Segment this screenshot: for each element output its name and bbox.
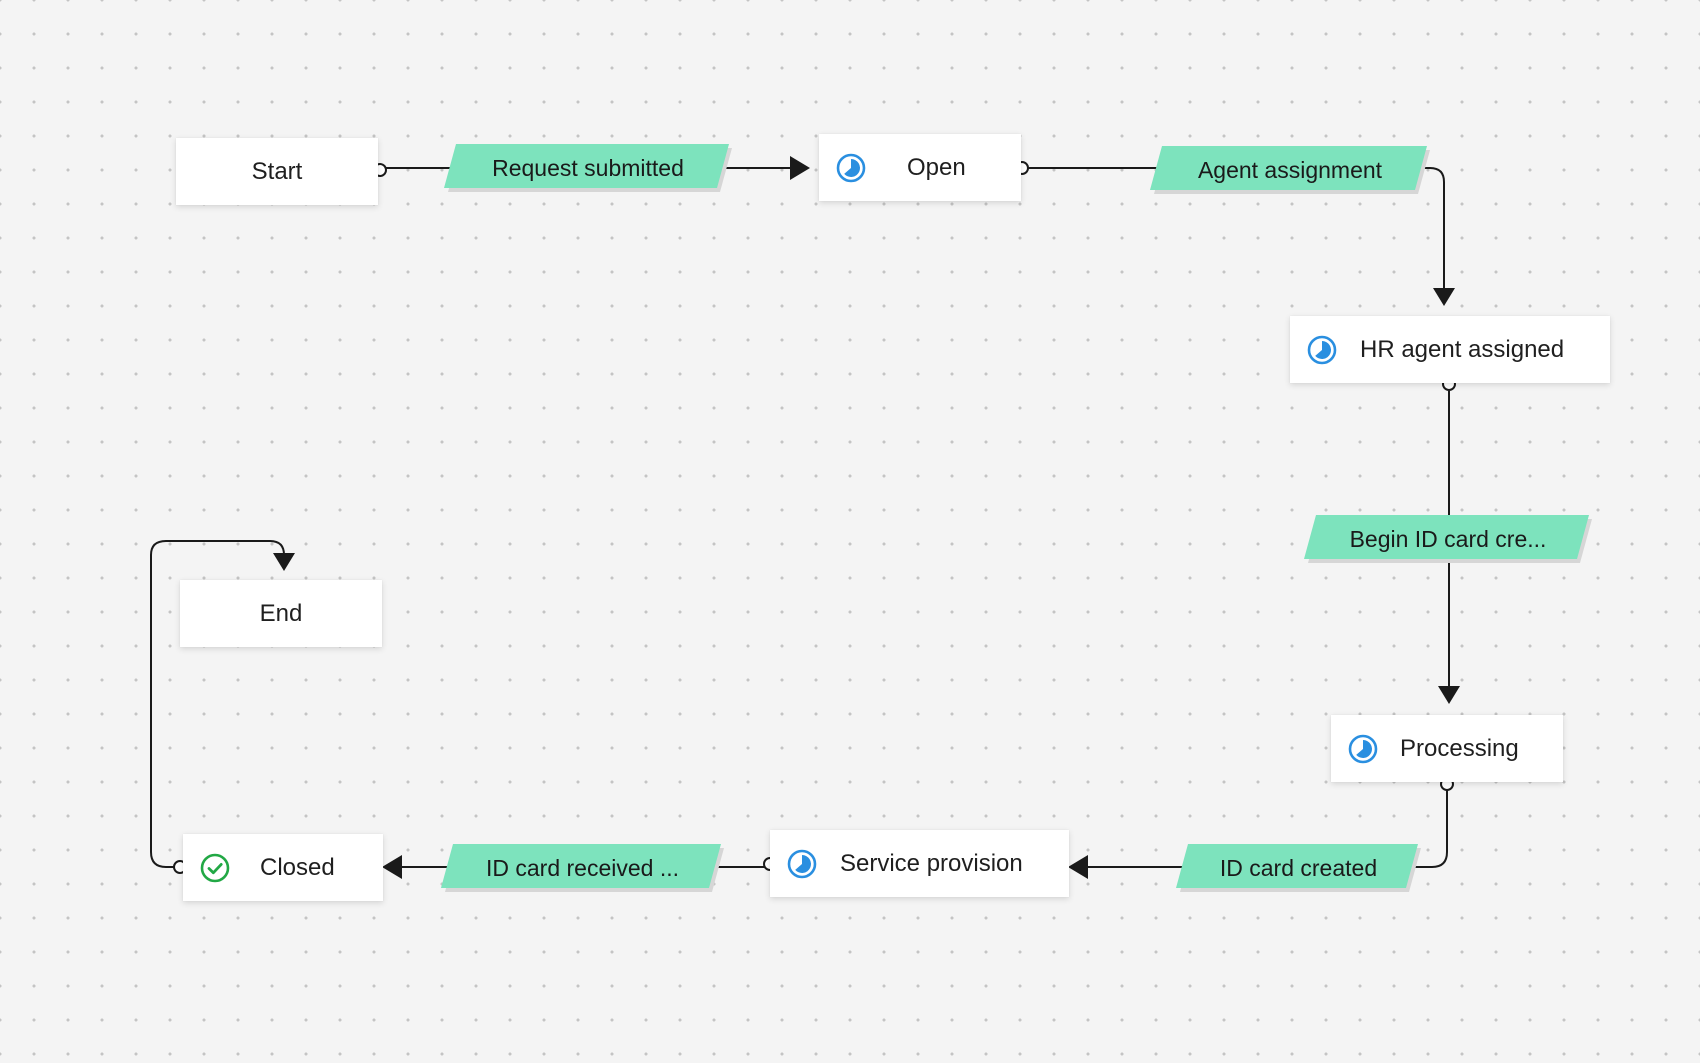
connector-open-hr <box>1024 167 1445 290</box>
transition-label-id-card-received[interactable]: ID card received ... <box>441 844 724 892</box>
pie-clock-icon <box>836 153 866 182</box>
state-label-service-provision: Service provision <box>840 849 1023 877</box>
state-label-processing: Processing <box>1400 734 1519 762</box>
transition-text-begin-id-card-creation: Begin ID card cre... <box>1349 525 1547 552</box>
state-node-start[interactable]: Start <box>176 138 378 205</box>
transition-shape <box>1150 146 1430 194</box>
transition-shape <box>1304 515 1592 563</box>
transition-shape <box>1176 844 1421 892</box>
state-node-hr-agent-assigned[interactable]: HR agent assigned <box>1290 316 1610 383</box>
state-node-service-provision[interactable]: Service provision <box>770 830 1069 897</box>
connector-closed-end <box>150 540 285 868</box>
arrowhead-into-closed <box>382 855 402 879</box>
state-label-closed: Closed <box>260 853 335 881</box>
pie-clock-icon <box>1348 734 1378 763</box>
transition-label-id-card-created[interactable]: ID card created <box>1176 844 1421 892</box>
connector-processing-service <box>1086 789 1448 868</box>
state-label-open: Open <box>907 153 966 181</box>
arrowhead-into-hr <box>1433 288 1455 306</box>
arrowhead-into-end <box>273 553 295 571</box>
arrowhead-into-open <box>790 156 810 180</box>
transition-text-id-card-received: ID card received ... <box>485 854 680 881</box>
transition-text-request-submitted: Request submitted <box>492 154 684 181</box>
state-node-closed[interactable]: Closed <box>183 834 383 901</box>
transition-shape <box>441 844 724 892</box>
state-node-open[interactable]: Open <box>819 134 1021 201</box>
state-node-end[interactable]: End <box>180 580 382 647</box>
transition-text-id-card-created: ID card created <box>1219 854 1378 881</box>
transition-label-request-submitted[interactable]: Request submitted <box>444 144 732 192</box>
transition-label-begin-id-card-creation[interactable]: Begin ID card cre... <box>1304 515 1592 563</box>
state-label-end: End <box>259 599 303 627</box>
transition-label-agent-assignment[interactable]: Agent assignment <box>1150 146 1430 194</box>
arrowhead-into-processing <box>1438 686 1460 704</box>
arrowhead-into-service <box>1068 855 1088 879</box>
pie-clock-icon <box>787 849 817 878</box>
check-circle-icon <box>200 853 230 882</box>
state-label-start: Start <box>251 157 303 185</box>
transition-text-agent-assignment: Agent assignment <box>1197 156 1383 183</box>
pie-clock-icon <box>1307 335 1337 364</box>
state-node-processing[interactable]: Processing <box>1331 715 1563 782</box>
transition-shape <box>444 144 732 192</box>
state-label-hr-agent-assigned: HR agent assigned <box>1360 335 1565 363</box>
